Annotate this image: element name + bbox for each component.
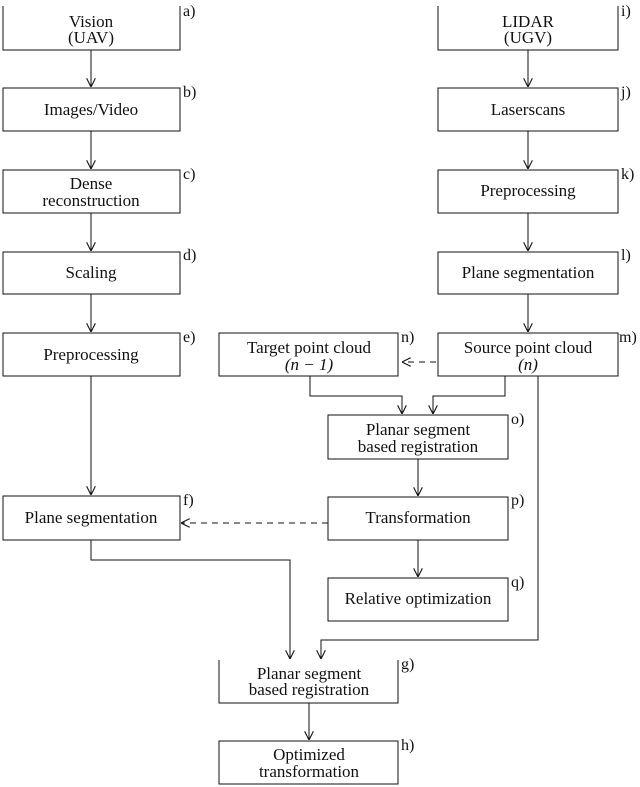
dense-label: Dense [70, 174, 112, 193]
optimized-sublabel: transformation [259, 762, 360, 781]
node-lidar: LIDAR (UGV) i) [437, 3, 631, 51]
node-planar-registration-mid: Planar segment based registration o) [327, 411, 524, 460]
node-preprocessing-left: Preprocessing e) [2, 329, 195, 377]
plane-seg-right-box [437, 251, 619, 295]
tag-h: h) [401, 737, 414, 754]
laserscans-box [437, 87, 619, 132]
node-optimized-transformation: Optimized transformation h) [218, 737, 414, 785]
node-relative-optimization: Relative optimization q) [327, 574, 524, 622]
tag-f: f) [183, 492, 194, 509]
tag-c: c) [183, 166, 195, 183]
pre-right-label: Preprocessing [480, 181, 576, 200]
node-images-video: Images/Video b) [2, 84, 196, 132]
edge-m-g [321, 376, 539, 659]
tag-b: b) [183, 84, 196, 101]
target-box [218, 332, 399, 377]
edge-n-o [309, 376, 402, 414]
images-label: Images/Video [44, 100, 138, 119]
tag-m: m) [619, 329, 637, 346]
images-box [2, 87, 181, 132]
node-plane-segmentation-right: Plane segmentation l) [437, 247, 631, 295]
node-plane-segmentation-left: Plane segmentation f) [2, 492, 194, 541]
source-sublabel: (n) [518, 355, 538, 374]
node-vision: Vision (UAV) a) [2, 3, 195, 51]
node-scaling: Scaling d) [2, 247, 196, 295]
relative-opt-label: Relative optimization [345, 589, 492, 608]
plane-seg-right-label: Plane segmentation [462, 263, 595, 282]
node-transformation: Transformation p) [327, 492, 524, 541]
tag-p: p) [511, 492, 524, 509]
lidar-open-box [437, 6, 619, 51]
tag-n: n) [401, 329, 414, 346]
planar-reg-mid-sublabel: based registration [358, 437, 479, 456]
planar-reg-bottom-sublabel: based registration [249, 680, 370, 699]
tag-g: g) [401, 656, 414, 673]
vision-sublabel: (UAV) [68, 28, 114, 47]
source-box [437, 332, 619, 377]
dense-box [2, 169, 181, 214]
lidar-sublabel: (UGV) [504, 28, 552, 47]
transformation-box [327, 496, 509, 541]
tag-d: d) [183, 247, 196, 264]
tag-e: e) [183, 329, 195, 346]
pre-right-box [437, 169, 619, 214]
dense-sublabel: reconstruction [42, 191, 140, 210]
plane-seg-left-box [2, 495, 181, 541]
optimized-box [218, 740, 399, 785]
laserscans-label: Laserscans [491, 100, 566, 119]
tag-o: o) [511, 411, 524, 428]
optimized-label: Optimized [273, 745, 345, 764]
node-laserscans: Laserscans j) [437, 84, 631, 132]
pre-left-label: Preprocessing [43, 345, 139, 364]
target-label: Target point cloud [247, 338, 372, 357]
lidar-label: LIDAR [502, 12, 555, 31]
target-sublabel: (n − 1) [285, 355, 334, 374]
edge-f-g [90, 540, 290, 659]
tag-q: q) [511, 574, 524, 591]
edge-m-o [433, 376, 506, 414]
plane-seg-left-label: Plane segmentation [25, 508, 158, 527]
planar-reg-mid-label: Planar segment [366, 420, 471, 439]
node-dense-reconstruction: Dense reconstruction c) [2, 166, 195, 214]
node-preprocessing-right: Preprocessing k) [437, 166, 634, 214]
tag-j: j) [620, 84, 631, 101]
tag-k: k) [621, 166, 634, 183]
node-source-point-cloud: Source point cloud (n) m) [437, 329, 637, 377]
tag-l: l) [621, 247, 631, 264]
planar-reg-bottom-open-box [218, 660, 399, 704]
pre-left-box [2, 332, 181, 377]
vision-label: Vision [69, 12, 114, 31]
transformation-label: Transformation [365, 508, 471, 527]
vision-open-box [2, 6, 181, 51]
node-planar-registration-bottom: Planar segment based registration g) [218, 656, 414, 704]
scaling-label: Scaling [66, 263, 117, 282]
edges [90, 50, 539, 740]
relative-opt-box [327, 577, 509, 622]
planar-reg-mid-box [327, 414, 509, 460]
node-target-point-cloud: Target point cloud (n − 1) n) [218, 329, 414, 377]
tag-a: a) [183, 3, 195, 20]
planar-reg-bottom-label: Planar segment [257, 664, 362, 683]
scaling-box [2, 251, 181, 295]
source-label: Source point cloud [464, 338, 593, 357]
tag-i: i) [621, 3, 631, 20]
